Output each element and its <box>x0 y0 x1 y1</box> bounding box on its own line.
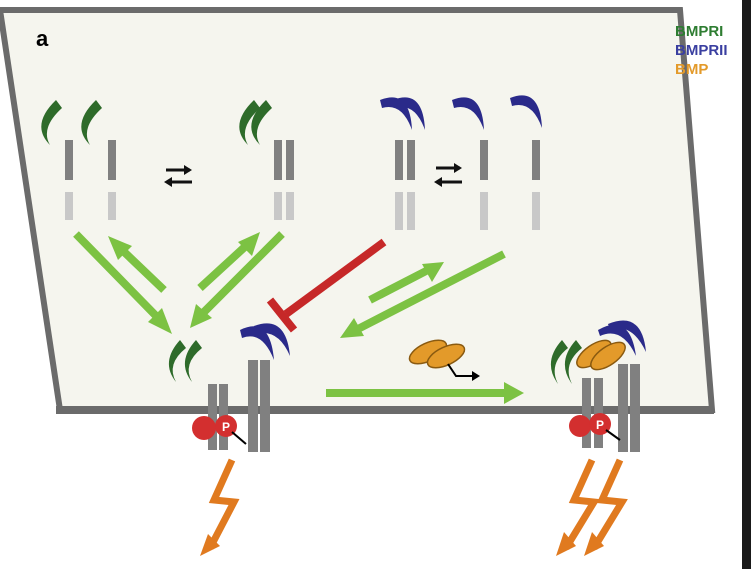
lightning-signal-icon <box>584 458 628 556</box>
receptor-stem-intracellular <box>480 192 488 230</box>
bmpri-crescent <box>41 100 62 145</box>
bmpri-monomers <box>41 100 116 220</box>
receptor-stem-intracellular <box>286 192 294 220</box>
transition-arrow <box>368 266 430 304</box>
phosphate-icon: P <box>222 420 230 434</box>
bmpri-dimer <box>239 100 294 220</box>
kinase-domain <box>569 415 591 437</box>
bmpri-crescent <box>564 340 582 384</box>
bmprii-crescent <box>608 320 646 352</box>
receptor-stem-intracellular <box>108 192 116 220</box>
bmpri-crescent <box>251 100 272 145</box>
receptor-stem <box>395 140 403 180</box>
bmpri-crescent <box>550 340 568 384</box>
receptor-stem <box>582 378 591 448</box>
receptor-stem <box>480 140 488 180</box>
legend-entry-bmprii: BMPRII <box>675 42 728 59</box>
lightning-signal-icon <box>200 458 240 556</box>
phosphorylation-arrow <box>605 429 621 441</box>
bmprii-crescent <box>452 97 484 130</box>
receptor-stem <box>407 140 415 180</box>
transition-arrows <box>73 231 524 404</box>
receptor-stem <box>594 378 603 448</box>
receptor-stem-intracellular <box>532 192 540 230</box>
receptor-stem <box>108 140 116 180</box>
receptor-stem-intracellular <box>65 192 73 220</box>
receptor-stem <box>248 360 258 452</box>
kinase-domain <box>215 415 237 437</box>
bmprii-crescent <box>254 323 290 356</box>
bmprii-crescent <box>510 95 542 128</box>
receptor-stem <box>532 140 540 180</box>
equilibrium-arrows-icon <box>164 165 192 187</box>
transition-arrow <box>199 231 285 317</box>
transition-arrow <box>197 241 251 291</box>
ligand-motion-arrow <box>447 363 474 377</box>
legend: BMPRI BMPRII BMP <box>675 22 728 79</box>
ligand-bound-complex: P <box>550 320 646 452</box>
kinase-domain <box>192 416 216 440</box>
preformed-complex: P <box>168 323 290 452</box>
bmprii-crescent <box>393 97 425 130</box>
lightning-signal-icon <box>556 458 600 556</box>
panel-label: a <box>36 26 49 51</box>
bmpri-crescent <box>239 100 260 145</box>
receptor-stem-intracellular <box>274 192 282 220</box>
receptor-stem <box>65 140 73 180</box>
receptor-stem-intracellular <box>395 192 403 230</box>
equilibrium-arrows-icon <box>434 163 462 187</box>
receptor-stem <box>208 384 217 450</box>
receptor-stem <box>260 360 270 452</box>
bmpri-crescent <box>168 340 186 382</box>
phosphate-icon: P <box>596 418 604 432</box>
bmpri-crescent <box>184 340 202 382</box>
transition-arrow <box>354 250 506 334</box>
frame-edge <box>742 0 751 569</box>
transition-arrow <box>117 245 167 293</box>
bmp-ligand <box>408 339 480 381</box>
bmprii-crescent <box>240 326 274 360</box>
transition-arrow <box>73 231 165 325</box>
bmprii-monomers <box>452 95 542 230</box>
bmprii-crescent <box>598 324 636 356</box>
legend-entry-bmp: BMP <box>675 61 709 78</box>
receptor-stem <box>618 364 628 452</box>
phosphorylation-arrow <box>231 431 247 445</box>
inhibition-arrow <box>266 238 387 333</box>
bmprii-dimer <box>380 97 425 230</box>
receptor-stem <box>274 140 282 180</box>
legend-entry-bmpri: BMPRI <box>675 23 724 40</box>
bmpri-crescent <box>81 100 102 145</box>
kinase-domain <box>589 413 611 435</box>
receptor-stem <box>286 140 294 180</box>
receptor-stem-intracellular <box>407 192 415 230</box>
receptor-stem <box>630 364 640 452</box>
